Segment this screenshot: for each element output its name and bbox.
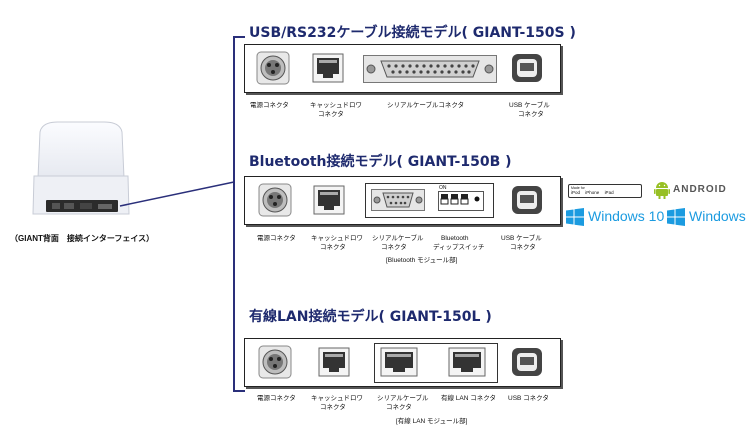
usb-connector-icon bbox=[512, 54, 542, 82]
ipad-label: iPad bbox=[604, 190, 614, 195]
windows-logo-icon bbox=[667, 208, 685, 226]
label-serial: シリアルケーブル bbox=[372, 235, 424, 242]
power-connector-icon bbox=[258, 345, 292, 379]
module-note-bluetooth: [Bluetooth モジュール部] bbox=[386, 257, 458, 264]
label-serial: シリアルケーブルコネクタ bbox=[387, 102, 465, 109]
windows10-logo-icon bbox=[566, 208, 584, 226]
power-connector-icon bbox=[256, 51, 290, 85]
module-note-lan: [有線 LAN モジュール部] bbox=[396, 418, 468, 425]
made-for-text: Made for bbox=[571, 186, 585, 190]
label-dip-2: ディップスイッチ bbox=[433, 244, 485, 251]
label-cash-drawer: キャッシュドロワ bbox=[311, 235, 363, 242]
label-cash-drawer: キャッシュドロワ bbox=[311, 395, 363, 402]
dip-on-label: ON bbox=[439, 185, 447, 191]
iphone-label: iPhone bbox=[585, 190, 600, 195]
panel-bluetooth: ON bbox=[244, 176, 561, 225]
label-usb: USB ケーブル bbox=[509, 102, 550, 109]
windows10-text: Windows 10 bbox=[588, 208, 665, 224]
android-text: ANDROID bbox=[673, 184, 727, 195]
usb-connector-icon bbox=[512, 348, 542, 376]
label-usb-2: コネクタ bbox=[518, 111, 544, 118]
label-cash-drawer-2: コネクタ bbox=[318, 111, 344, 118]
label-lan: 有線 LAN コネクタ bbox=[441, 395, 496, 402]
label-cash-drawer: キャッシュドロワ bbox=[310, 102, 362, 109]
label-power: 電源コネクタ bbox=[257, 395, 296, 402]
label-serial: シリアルケーブル bbox=[377, 395, 429, 402]
model-title-bluetooth: Bluetooth接続モデル( GIANT-150B ) bbox=[249, 154, 512, 170]
power-connector-icon bbox=[258, 183, 292, 217]
serial-db25-connector-icon bbox=[363, 55, 497, 83]
serial-rj-connector-icon bbox=[380, 347, 418, 377]
label-serial-2: コネクタ bbox=[386, 404, 412, 411]
panel-usb-rs232 bbox=[244, 44, 561, 93]
label-cash-drawer-2: コネクタ bbox=[320, 244, 346, 251]
android-robot-icon bbox=[654, 182, 670, 199]
model-title-lan: 有線LAN接続モデル( GIANT-150L ) bbox=[249, 309, 492, 325]
cash-drawer-connector-icon bbox=[312, 53, 344, 83]
bluetooth-module-frame bbox=[365, 183, 494, 218]
cash-drawer-connector-icon bbox=[318, 347, 350, 377]
lan-connector-icon bbox=[448, 347, 486, 377]
lan-module-frame bbox=[374, 343, 498, 383]
dip-switch-icon bbox=[438, 191, 484, 211]
label-cash-drawer-2: コネクタ bbox=[320, 404, 346, 411]
apple-mfi-badge: Made for iPod iPhone iPad bbox=[568, 184, 642, 198]
label-dip: Bluetooth bbox=[441, 235, 469, 242]
label-usb: USB コネクタ bbox=[508, 395, 549, 402]
printer-caption: （GIANT背面 接続インターフェイス） bbox=[10, 234, 155, 243]
label-usb-2: コネクタ bbox=[510, 244, 536, 251]
panel-lan bbox=[244, 338, 561, 387]
windows-text: Windows bbox=[689, 208, 746, 224]
label-power: 電源コネクタ bbox=[250, 102, 289, 109]
usb-connector-icon bbox=[512, 186, 542, 214]
cash-drawer-connector-icon bbox=[313, 185, 345, 215]
label-serial-2: コネクタ bbox=[381, 244, 407, 251]
label-power: 電源コネクタ bbox=[257, 235, 296, 242]
printer-image bbox=[28, 118, 133, 218]
model-bracket bbox=[233, 36, 245, 392]
model-title-usb-rs232: USB/RS232ケーブル接続モデル( GIANT-150S ) bbox=[249, 25, 576, 41]
ipod-label: iPod bbox=[571, 190, 581, 195]
label-usb: USB ケーブル bbox=[501, 235, 542, 242]
serial-db9-connector-icon bbox=[371, 189, 425, 211]
